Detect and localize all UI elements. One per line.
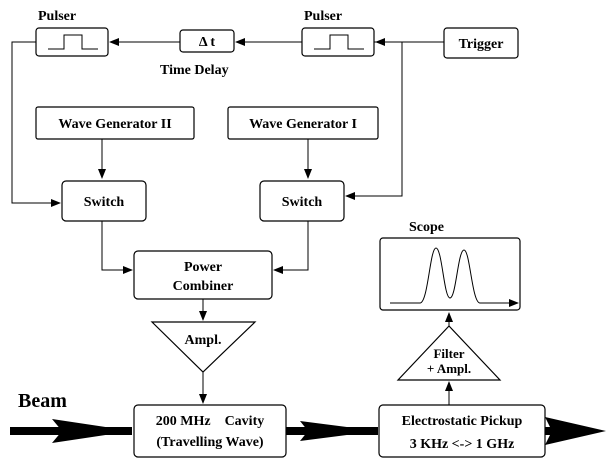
pulser-right [301, 27, 375, 57]
time-delay-label: Time Delay [160, 63, 229, 78]
cavity-label-line1: 200 MHz Cavity [156, 414, 264, 429]
pickup-box: Electrostatic Pickup 3 KHz <-> 1 GHz [378, 404, 546, 458]
amplifier: Ampl. [150, 321, 257, 373]
arrow-switch-right-to-combiner [273, 221, 309, 274]
pulser-right-label: Pulser [304, 9, 342, 24]
arrow-pulser-right-to-switch [345, 41, 403, 200]
filter-amplifier: Filter + Ampl. [396, 325, 502, 381]
scope-label: Scope [409, 220, 444, 235]
beam-line [10, 417, 606, 445]
pulser-left-label: Pulser [38, 9, 76, 24]
arrow-switch-left-to-combiner [101, 221, 133, 274]
scope-display [379, 237, 521, 311]
filter-label-line2: + Ampl. [427, 361, 471, 376]
combiner-label-line1: Power [184, 260, 222, 275]
switch-right: Switch [259, 180, 345, 222]
switch-left: Switch [61, 180, 147, 222]
wave-generator-1-label: Wave Generator I [249, 117, 357, 132]
wave-generator-2: Wave Generator II [35, 106, 195, 140]
switch-left-label: Switch [84, 195, 125, 210]
switch-right-label: Switch [282, 195, 323, 210]
trigger-label: Trigger [459, 37, 504, 52]
trigger-box: Trigger [443, 27, 519, 59]
pulse-waveform-icon [314, 34, 364, 50]
pickup-label-line1: Electrostatic Pickup [402, 414, 523, 429]
pulse-waveform-icon [48, 34, 98, 50]
delay-symbol: Δ t [199, 35, 216, 50]
arrow-pulser-left-to-switch [11, 41, 61, 207]
scope-trace [390, 247, 510, 304]
cavity-label-line2: (Travelling Wave) [156, 435, 264, 450]
wave-generator-1: Wave Generator I [227, 106, 379, 140]
beam-label: Beam [18, 390, 67, 412]
power-combiner: Power Combiner [133, 250, 273, 300]
wave-generator-2-label: Wave Generator II [58, 117, 171, 132]
cavity-box: 200 MHz Cavity (Travelling Wave) [133, 404, 287, 458]
delay-box: Δ t [179, 29, 235, 53]
pickup-label-line2: 3 KHz <-> 1 GHz [410, 437, 515, 452]
filter-label-line1: Filter [433, 346, 464, 361]
ampl-label: Ampl. [185, 333, 222, 348]
pulser-left [35, 27, 109, 57]
combiner-label-line2: Combiner [173, 279, 234, 294]
